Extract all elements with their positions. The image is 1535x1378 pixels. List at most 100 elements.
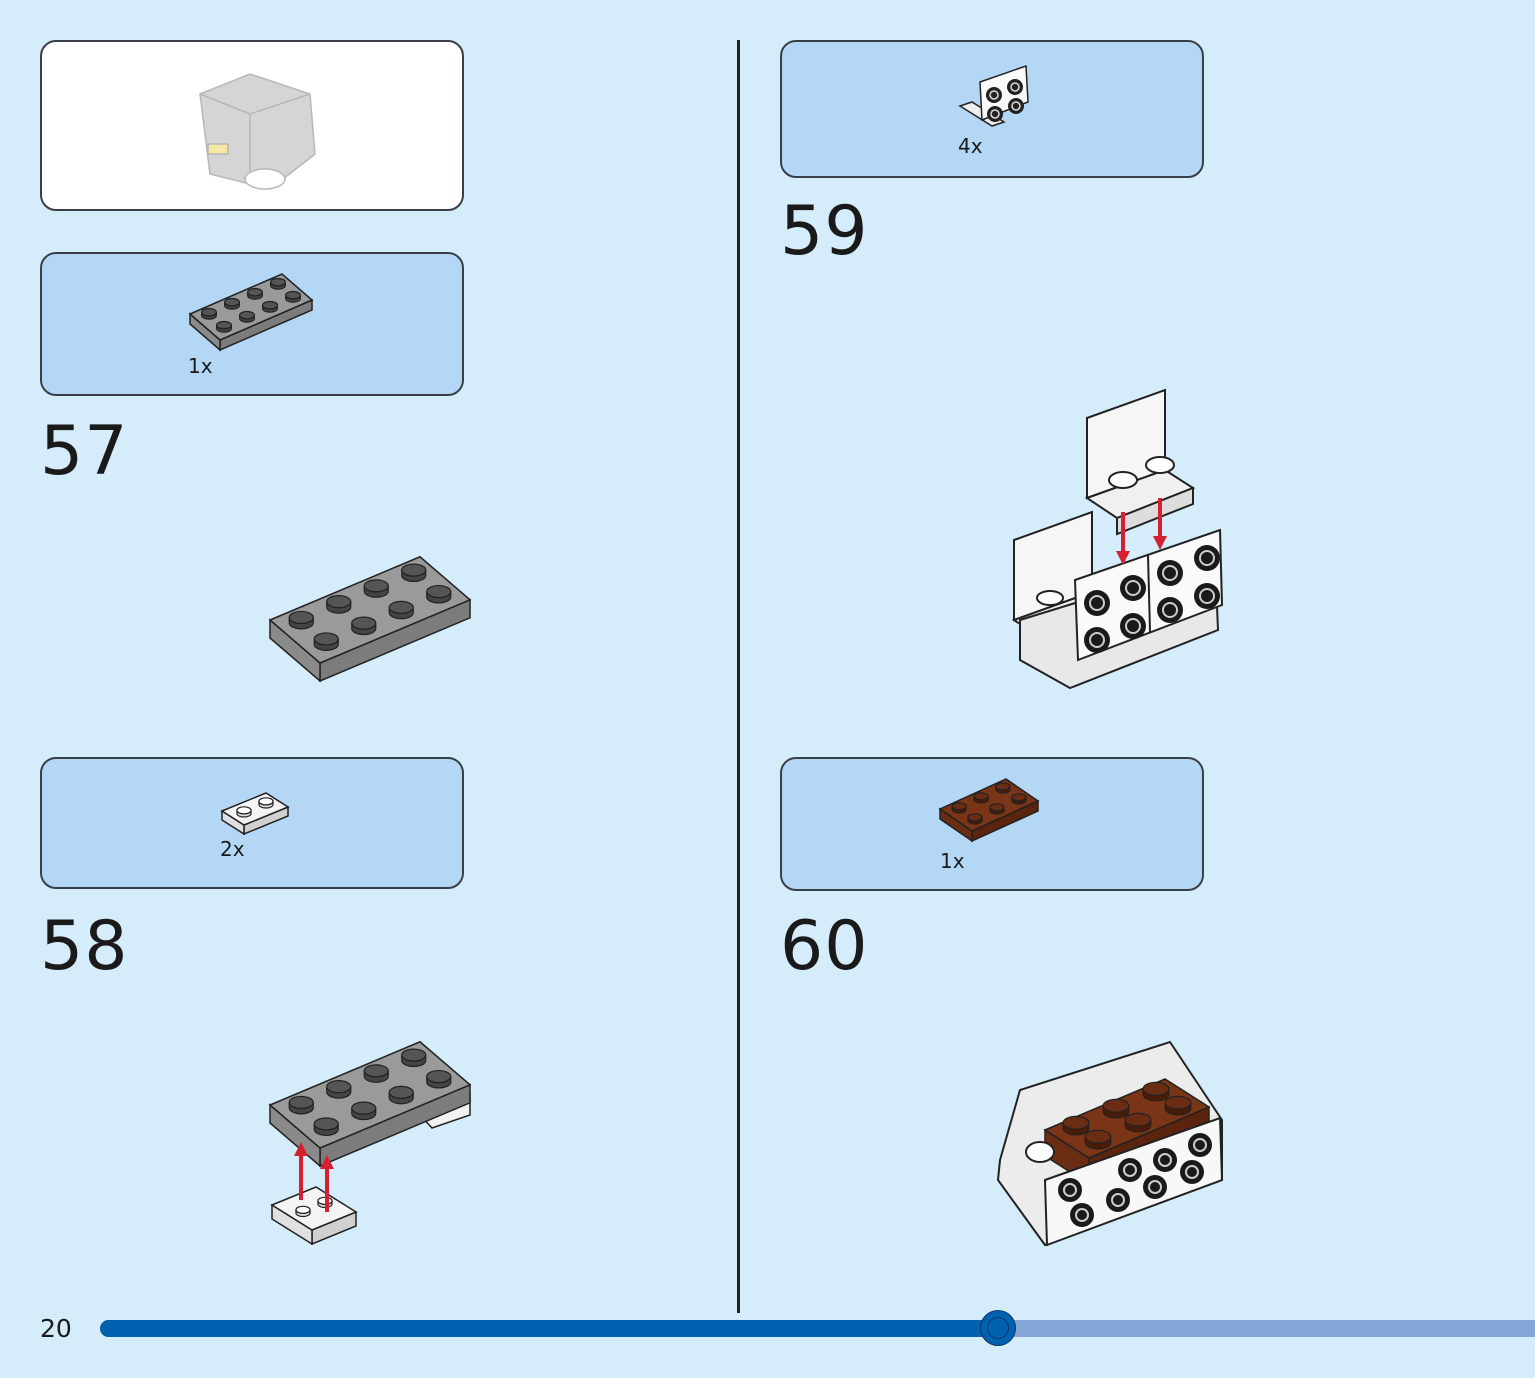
seam [1147, 554, 1151, 633]
part-count: 1x [940, 849, 965, 873]
stud-ring [1010, 82, 1020, 92]
stud [1070, 1203, 1094, 1227]
stud-top [313, 632, 339, 646]
part-count: 1x [188, 354, 213, 378]
stud-top [351, 616, 377, 630]
plate-top-face [938, 778, 1040, 832]
stud [986, 87, 1002, 103]
parts-box-step-57: 1x [40, 252, 464, 396]
stud-top [224, 297, 240, 307]
stud [1118, 1158, 1142, 1182]
stud [1108, 471, 1138, 489]
stud [1084, 627, 1110, 653]
part-image [958, 64, 1029, 127]
stud-top [247, 287, 263, 297]
stud-ring [1125, 618, 1141, 634]
stud-ring [1089, 595, 1105, 611]
stud-top [1102, 1098, 1130, 1113]
parts-box-step-59: 4x [780, 40, 1204, 178]
stud-top [1142, 1081, 1170, 1096]
stud-top [388, 1085, 414, 1099]
stud-ring [1162, 602, 1178, 618]
stud-top [239, 310, 255, 320]
stud-ring [1011, 101, 1021, 111]
stud-top [426, 1069, 452, 1084]
stud-ring [1089, 632, 1105, 648]
stud-top [1164, 1095, 1192, 1110]
arrow-head [294, 1142, 308, 1156]
stud-top [363, 1064, 389, 1078]
step-number: 59 [780, 192, 869, 271]
stud-top [285, 290, 301, 300]
stud [1007, 79, 1023, 95]
stud-top [995, 782, 1011, 791]
part-image [188, 273, 314, 352]
progress-knob [980, 1310, 1017, 1346]
stud-top [401, 1048, 427, 1062]
stud-ring [1193, 1138, 1207, 1152]
stud-top [363, 579, 389, 593]
stud-top [426, 584, 452, 599]
stud [1153, 1148, 1177, 1172]
stud-top [201, 307, 217, 317]
stud-top [1062, 1115, 1090, 1130]
stud-top [351, 1101, 377, 1115]
stud [1008, 98, 1024, 114]
stud [1025, 1141, 1055, 1163]
stud-top [989, 803, 1005, 812]
stud-top [236, 806, 252, 815]
stud-top [262, 300, 278, 310]
step-number: 58 [40, 907, 129, 986]
stud-ring [1148, 1180, 1162, 1194]
dark-grey-plate-2x4 [268, 1040, 472, 1168]
page-number: 20 [40, 1314, 72, 1343]
brown-plate-2x3 [938, 778, 1040, 843]
stud [1058, 1178, 1082, 1202]
step-number: 60 [780, 907, 869, 986]
stud-ring [1185, 1165, 1199, 1179]
stud-ring [1063, 1183, 1077, 1197]
stud-top [967, 813, 983, 822]
stud-top [270, 277, 286, 287]
stud [1194, 545, 1220, 571]
part-count: 4x [958, 134, 983, 158]
column-divider [737, 40, 740, 1313]
part-count: 2x [220, 837, 245, 861]
stud-ring [989, 90, 999, 100]
arrow-head [1153, 536, 1167, 550]
parts-box-step-60: 1x [780, 757, 1204, 891]
model-preview-image [199, 73, 316, 190]
stud-top [313, 1117, 339, 1131]
parts-box-step-58: 2x [40, 757, 464, 889]
stud [1157, 597, 1183, 623]
stud [1036, 590, 1064, 606]
stud [1143, 1175, 1167, 1199]
stud-ring [1162, 565, 1178, 581]
stud-ring [990, 109, 1000, 119]
stud-top [1124, 1112, 1152, 1127]
stud [1180, 1160, 1204, 1184]
stud [1120, 575, 1146, 601]
arrow-head [1116, 551, 1130, 565]
stud-top [951, 802, 967, 811]
stud-ring [1125, 580, 1141, 596]
step-57-illustration [268, 555, 472, 1246]
stud-ring [1075, 1208, 1089, 1222]
stud-top [326, 1080, 352, 1094]
stud-top [326, 595, 352, 609]
stud-ring [1111, 1193, 1125, 1207]
previous-model-preview [40, 40, 464, 211]
dark-grey-plate-2x4 [268, 555, 472, 683]
stud [987, 106, 1003, 122]
stud-top [258, 797, 274, 806]
stud-top [288, 1095, 314, 1110]
stud-top [388, 600, 414, 614]
stud-ring [1123, 1163, 1137, 1177]
stud-top [216, 320, 232, 330]
dark-grey-plate-2x4 [188, 273, 314, 352]
stud [1157, 560, 1183, 586]
stud [1145, 456, 1175, 474]
step-number: 57 [40, 412, 129, 491]
part-image [938, 778, 1040, 843]
stud [1106, 1188, 1130, 1212]
